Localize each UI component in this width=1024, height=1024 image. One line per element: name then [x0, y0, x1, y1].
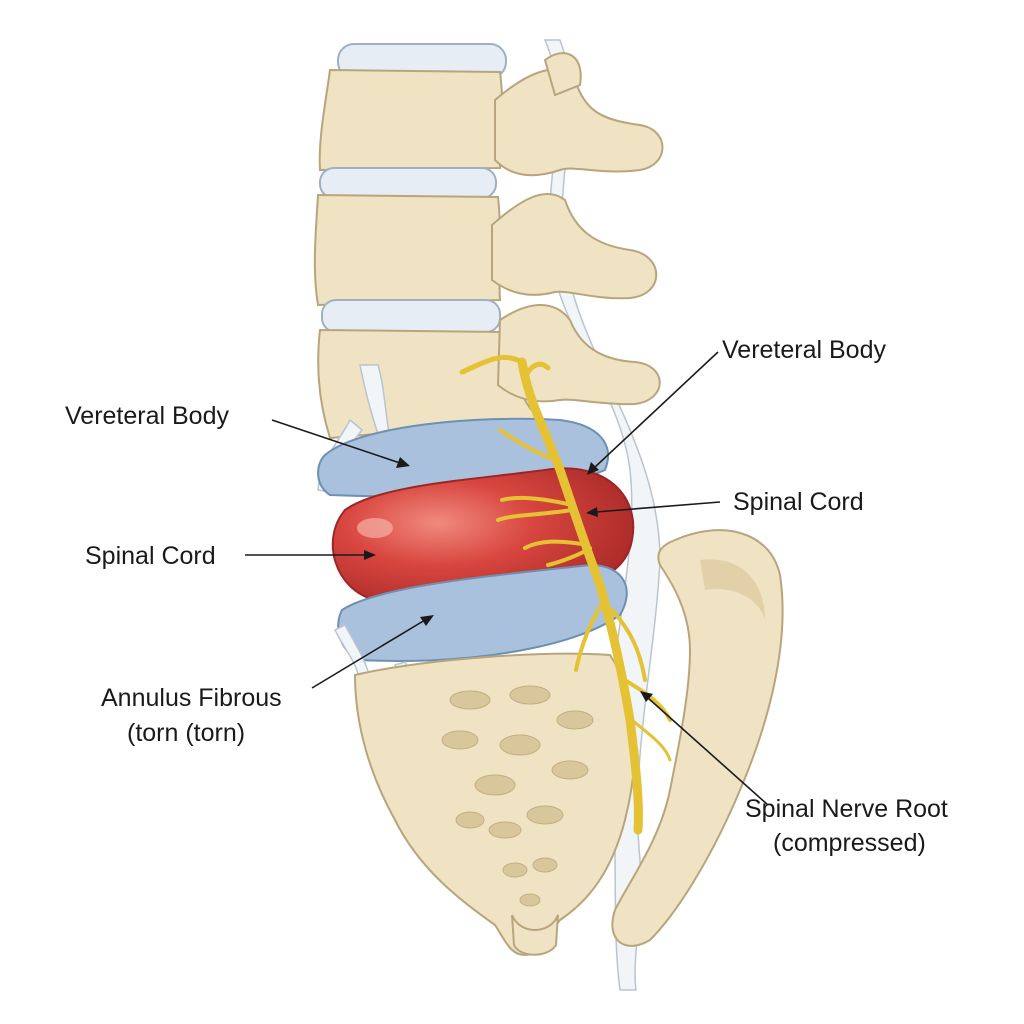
- iliac-wing: [611, 529, 784, 947]
- label-right-spinal-cord: Spinal Cord: [733, 488, 864, 516]
- leader-right-vertebral-body: [587, 351, 719, 475]
- disc-l2-l3: [319, 167, 497, 199]
- disc-l3-l4: [321, 299, 501, 333]
- spinal-nerve: [459, 355, 672, 835]
- vertebra-l3: [313, 193, 658, 307]
- label-left-spinal-cord: Spinal Cord: [85, 542, 216, 570]
- label-nerve-root-line1: Spinal Nerve Root: [745, 795, 948, 823]
- label-left-vertebral-body: Vereteral Body: [65, 402, 229, 430]
- label-annulus-line1: Annulus Fibrous: [101, 684, 282, 712]
- leader-right-spinal-cord: [586, 501, 721, 517]
- leader-left-spinal-cord: [245, 550, 376, 560]
- leader-left-vertebral-body: [271, 419, 410, 468]
- leader-lines: [245, 351, 769, 806]
- sacrum: [353, 652, 636, 957]
- leader-annulus: [311, 615, 434, 689]
- sacral-foramina: [441, 685, 594, 907]
- vertebra-l2: [318, 43, 664, 177]
- label-right-vertebral-body: Vereteral Body: [722, 336, 886, 364]
- leader-nerve-root: [640, 691, 769, 806]
- label-annulus-line2: (torn (torn): [127, 719, 245, 747]
- label-nerve-root-line2: (compressed): [773, 829, 926, 857]
